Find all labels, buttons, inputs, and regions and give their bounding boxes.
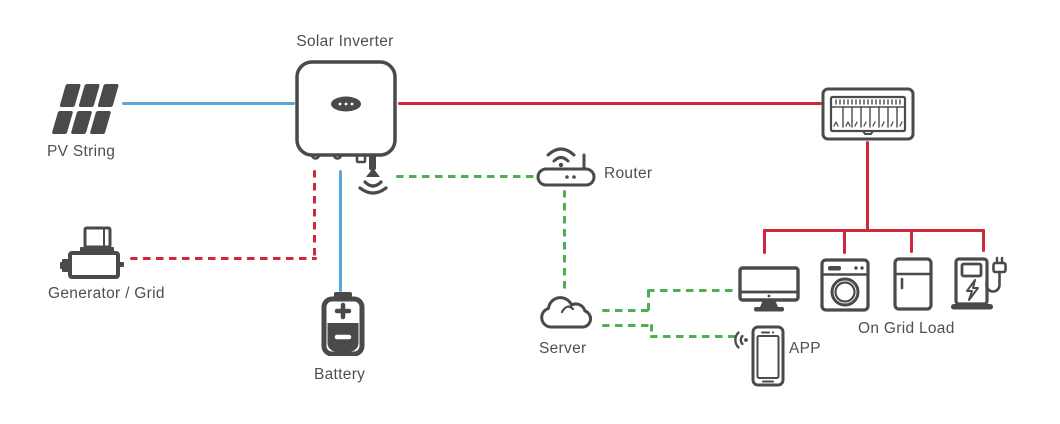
line-server-to-monitor-seg3 [647,289,737,292]
router-label: Router [604,165,653,182]
generator-grid-label: Generator / Grid [48,285,165,302]
line-generator-vertical [313,170,316,258]
pv-string-label: PV String [47,143,116,160]
inverter-icon [294,59,398,172]
cloud-icon [537,292,597,334]
ev-charger-icon [950,255,1010,313]
line-pv-to-inverter [122,102,295,105]
battery-label: Battery [314,366,366,383]
monitor-icon [738,266,800,312]
battery-icon [321,292,365,357]
line-bus-drop-fridge [910,229,913,253]
line-bus-drop-ev [982,229,985,252]
line-wifi-to-router [396,175,538,178]
router-icon [536,142,598,187]
line-generator-horizontal [130,257,317,260]
server-label: Server [539,340,587,357]
solar-panel-icon [50,82,126,140]
line-load-bus [763,229,985,232]
line-bus-drop-washer [843,229,846,254]
line-inverter-to-battery [339,170,342,292]
line-inverter-to-panel [398,102,822,105]
washing-machine-icon [820,258,870,312]
generator-icon [60,226,130,282]
solar-inverter-label: Solar Inverter [296,33,394,50]
app-label: APP [789,340,821,357]
smartphone-icon [733,325,785,387]
line-server-to-app-seg1 [602,324,653,327]
line-server-to-monitor-seg1 [602,309,650,312]
line-server-to-app-seg2 [650,324,653,338]
line-panel-to-bus [866,141,869,231]
line-router-to-server [563,190,566,294]
breaker-panel-icon [821,87,915,141]
refrigerator-icon [893,257,933,311]
line-server-to-app-seg3 [650,335,737,338]
wifi-antenna-icon [355,167,391,197]
on-grid-load-label: On Grid Load [858,320,955,337]
line-server-to-monitor-seg2 [647,290,650,311]
line-bus-drop-monitor [763,229,766,254]
